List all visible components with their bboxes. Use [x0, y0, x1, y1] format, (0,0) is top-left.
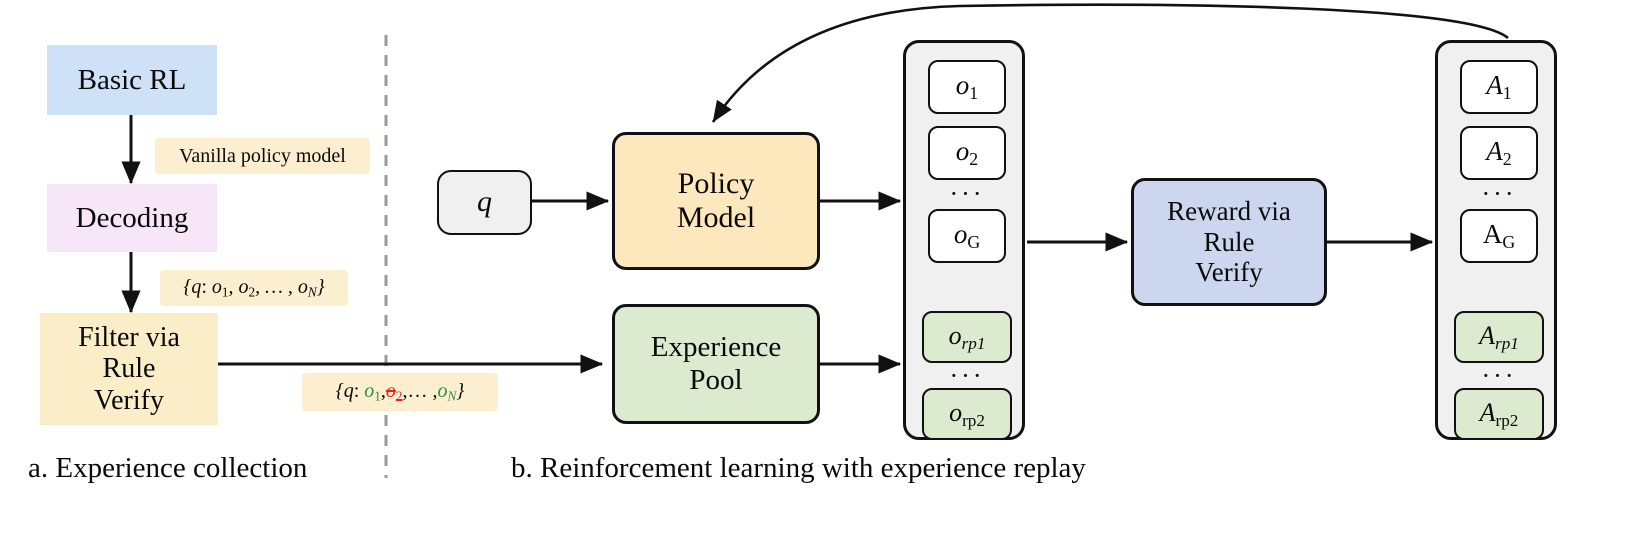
box-query-label: q: [477, 185, 492, 219]
label-filtered-set: {q: o1,o2,… ,oN}: [302, 373, 498, 411]
decoded-set-colon: :: [201, 275, 207, 298]
caption-panel-a: a. Experience collection: [28, 452, 308, 484]
advantage-item-A1-label: A1: [1486, 70, 1512, 103]
filtered-set-removed: o2: [385, 379, 403, 404]
policy-model-line-2: Model: [676, 201, 756, 234]
output-ellipsis-lower: ···: [949, 361, 985, 390]
box-reward-rule-verify-label: Reward via Rule Verify: [1167, 196, 1291, 288]
filter-line-1: Filter via: [78, 321, 180, 353]
filter-line-3: Verify: [94, 384, 164, 416]
reward-line-2: Rule: [1203, 226, 1255, 257]
box-decoding-label: Decoding: [75, 201, 189, 234]
output-item-oG[interactable]: oG: [928, 209, 1006, 263]
label-decoded-set: {q: o1, o2, … , oN}: [160, 270, 348, 306]
box-decoding[interactable]: Decoding: [47, 184, 217, 252]
decoded-set-query: q: [191, 275, 202, 298]
advantage-item-Arp2-label: Arp2: [1479, 397, 1519, 430]
output-item-o1[interactable]: o1: [928, 60, 1006, 114]
output-ellipsis-upper: ···: [949, 179, 985, 208]
advantage-item-Arp1[interactable]: Arp1: [1454, 311, 1544, 363]
output-item-orp2[interactable]: orp2: [922, 388, 1012, 440]
decoded-set-brace-open: {: [183, 275, 192, 298]
advantage-item-A1[interactable]: A1: [1460, 60, 1538, 114]
box-basic-rl-label: Basic RL: [77, 63, 187, 96]
box-experience-pool[interactable]: Experience Pool: [612, 304, 820, 424]
output-item-oG-label: oG: [953, 219, 981, 252]
box-filter-rule-verify[interactable]: Filter via Rule Verify: [40, 313, 218, 425]
output-item-orp2-label: orp2: [949, 397, 985, 430]
decoded-set-items: o1, o2, … , oN: [211, 275, 317, 300]
filtered-set-kept-last: oN: [437, 379, 457, 404]
advantage-item-A2[interactable]: A2: [1460, 126, 1538, 180]
box-policy-model[interactable]: Policy Model: [612, 132, 820, 270]
box-policy-model-label: Policy Model: [677, 167, 755, 235]
filtered-set-colon: :: [353, 379, 360, 402]
advantage-item-Arp2[interactable]: Arp2: [1454, 388, 1544, 440]
filtered-set-query: q: [343, 379, 354, 402]
advantage-stack: A1 A2 ··· AG Arp1 ··· Arp2: [1435, 40, 1557, 440]
experience-pool-line-1: Experience: [650, 330, 782, 363]
output-item-o2[interactable]: o2: [928, 126, 1006, 180]
experience-pool-line-2: Pool: [689, 364, 743, 396]
output-stack: o1 o2 ··· oG orp1 ··· orp2: [903, 40, 1025, 440]
output-item-orp1-label: orp1: [948, 320, 986, 353]
output-item-o1-label: o1: [955, 70, 979, 103]
advantage-item-AG[interactable]: AG: [1460, 209, 1538, 263]
advantage-ellipsis-upper: ···: [1481, 179, 1517, 208]
advantage-item-A2-label: A2: [1486, 136, 1512, 169]
output-item-o2-label: o2: [955, 136, 979, 169]
filtered-set-kept-first: o1: [364, 379, 381, 404]
reward-line-1: Reward via: [1167, 195, 1291, 226]
advantage-item-Arp1-label: Arp1: [1479, 320, 1519, 353]
filter-line-2: Rule: [102, 353, 156, 385]
output-item-orp1[interactable]: orp1: [922, 311, 1012, 363]
label-vanilla-policy-model-text: Vanilla policy model: [179, 144, 346, 167]
decoded-set-brace-close: }: [316, 275, 325, 298]
caption-panel-b: b. Reinforcement learning with experienc…: [511, 452, 1086, 484]
advantage-ellipsis-lower: ···: [1481, 361, 1517, 390]
filtered-set-dots: ,… ,: [402, 379, 438, 402]
box-query[interactable]: q: [437, 170, 532, 235]
filtered-set-brace-close: }: [456, 379, 465, 402]
arrow-advantage-feedback-to-policy-model: [711, 3, 1509, 123]
reward-line-3: Verify: [1195, 257, 1263, 288]
filtered-set-expr: {q: o1,o2,… ,oN}: [336, 380, 465, 405]
filtered-set-brace-open: {: [335, 379, 344, 402]
box-basic-rl[interactable]: Basic RL: [47, 45, 217, 115]
decoded-set-expr: {q: o1, o2, … , oN}: [183, 276, 324, 301]
policy-model-line-1: Policy: [677, 166, 755, 200]
label-vanilla-policy-model: Vanilla policy model: [155, 138, 370, 174]
box-filter-rule-verify-label: Filter via Rule Verify: [78, 322, 180, 416]
box-experience-pool-label: Experience Pool: [651, 331, 781, 397]
filtered-set-sep1: ,: [380, 379, 386, 402]
advantage-item-AG-label: AG: [1482, 219, 1516, 252]
box-reward-rule-verify[interactable]: Reward via Rule Verify: [1131, 178, 1327, 306]
